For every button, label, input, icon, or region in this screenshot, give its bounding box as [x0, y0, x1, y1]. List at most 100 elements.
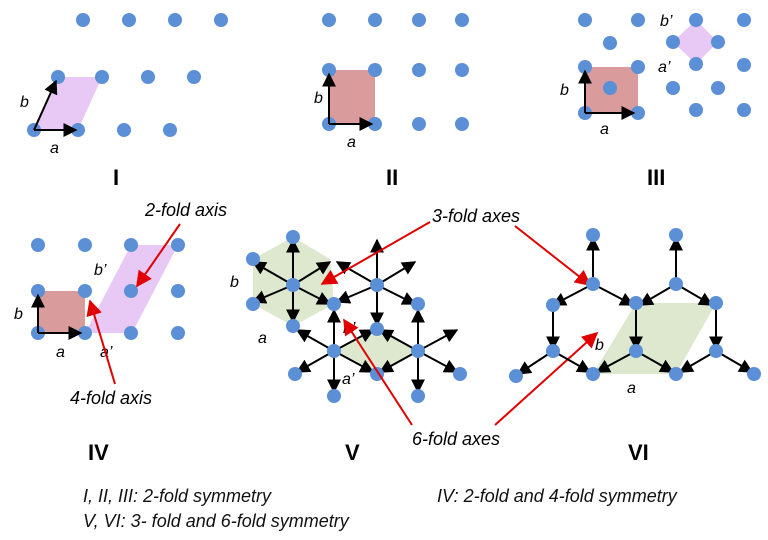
- square-unit-cell: [329, 70, 375, 124]
- caption-line-1: I, II, III: 2-fold symmetry: [83, 486, 272, 506]
- label-a-prime: a’: [658, 59, 671, 76]
- label-a: a: [50, 140, 59, 157]
- arrow-3-fold-axis-VI: [514, 225, 592, 286]
- lattice-point: [370, 322, 384, 336]
- label-b-prime: b’: [94, 262, 107, 279]
- lattice-point: [368, 13, 382, 27]
- label-b-prime: b’: [660, 13, 673, 30]
- lattice-point: [286, 230, 300, 244]
- lattice-point: [411, 344, 425, 358]
- lattice-point: [124, 238, 138, 252]
- lattice-point: [629, 296, 643, 310]
- rhombic-unit-cell: [593, 303, 716, 374]
- lattice-point: [122, 13, 136, 27]
- lattice-point: [117, 123, 131, 137]
- panel-numeral: II: [386, 165, 398, 190]
- lattice-point: [141, 70, 155, 84]
- label-a: a: [347, 134, 356, 151]
- lattice-bond: [378, 350, 419, 373]
- lattice-point: [509, 369, 523, 383]
- caption-line-2: V, VI: 3- fold and 6-fold symmetry: [83, 511, 350, 531]
- arrow-6-fold-axis-VI: [494, 331, 599, 426]
- lattice-bond: [592, 283, 635, 306]
- label-b: b: [20, 94, 29, 111]
- lattice-point: [578, 13, 592, 27]
- lattice-point: [747, 367, 761, 381]
- lattice-bond: [335, 261, 378, 286]
- lattice-point: [586, 367, 600, 381]
- lattice-point: [737, 103, 751, 117]
- lattice-point: [455, 117, 469, 131]
- annotation-2-fold-axis: 2-fold axis: [144, 200, 227, 220]
- lattice-point: [368, 63, 382, 77]
- label-a-prime: a’: [342, 371, 355, 388]
- label-a: a: [56, 344, 65, 361]
- lattice-bond: [251, 261, 294, 286]
- lattice-bond: [376, 261, 417, 286]
- lattice-point: [171, 238, 185, 252]
- lattice-point: [327, 389, 341, 403]
- lattice-point: [288, 367, 302, 381]
- panel-numeral: IV: [88, 440, 109, 465]
- lattice-point: [689, 13, 703, 27]
- lattice-point: [322, 13, 336, 27]
- lattice-point: [412, 117, 426, 131]
- lattice-point: [78, 284, 92, 298]
- annotation-6-fold-axes: 6-fold axes: [412, 429, 500, 449]
- lattice-point: [631, 13, 645, 27]
- lattice-point: [453, 367, 467, 381]
- panel-numeral: I: [113, 165, 119, 190]
- lattice-point: [163, 123, 177, 137]
- lattice-point: [171, 284, 185, 298]
- panel-VI: b a VI: [509, 228, 761, 465]
- lattice-point: [629, 344, 643, 358]
- panel-numeral: III: [647, 165, 665, 190]
- lattice-bond: [295, 329, 335, 352]
- arrow-6-fold-axis-V: [343, 318, 413, 426]
- lattice-bond: [292, 261, 332, 286]
- lattice-points: [509, 228, 761, 383]
- lattice-point: [78, 238, 92, 252]
- lattice-point: [666, 35, 680, 49]
- lattice-point: [286, 278, 300, 292]
- lattice-point: [586, 277, 600, 291]
- lattice-point: [689, 103, 703, 117]
- lattice-bond: [595, 350, 637, 373]
- lattice-point: [171, 326, 185, 340]
- panel-II: b a II: [314, 13, 469, 190]
- vector-b: [33, 79, 58, 131]
- lattice-point: [455, 63, 469, 77]
- lattice-point: [546, 344, 560, 358]
- lattice-bond: [335, 284, 378, 304]
- lattice-point: [327, 297, 341, 311]
- lattice-bond: [635, 350, 675, 373]
- lattice-bond: [378, 329, 419, 352]
- arrow-2-fold-axis: [136, 223, 181, 288]
- lattice-point: [214, 13, 228, 27]
- lattice-point: [370, 278, 384, 292]
- lattice-point: [246, 297, 260, 311]
- lattice-point: [711, 81, 725, 95]
- lattice-point: [246, 252, 260, 266]
- lattice-point: [412, 13, 426, 27]
- lattice-bond: [333, 329, 375, 352]
- lattice-point: [124, 284, 138, 298]
- lattice-point: [669, 228, 683, 242]
- lattice-bond: [295, 350, 335, 373]
- panel-IV: b a b’ a’ 2-fold axis 4-fold axis IV: [14, 200, 227, 465]
- lattice-bond: [376, 284, 417, 305]
- lattice-point: [187, 70, 201, 84]
- lattice-point: [603, 81, 617, 95]
- square-unit-cell: [38, 291, 85, 333]
- lattice-point: [709, 296, 723, 310]
- lattice-bond: [417, 350, 459, 373]
- lattice-point: [411, 389, 425, 403]
- lattice-point: [455, 13, 469, 27]
- arrow-4-fold-axis: [86, 299, 116, 385]
- lattice-point: [586, 228, 600, 242]
- lattice-point: [711, 35, 725, 49]
- lattice-point: [669, 367, 683, 381]
- label-b: b: [14, 306, 23, 323]
- lattice-point: [709, 344, 723, 358]
